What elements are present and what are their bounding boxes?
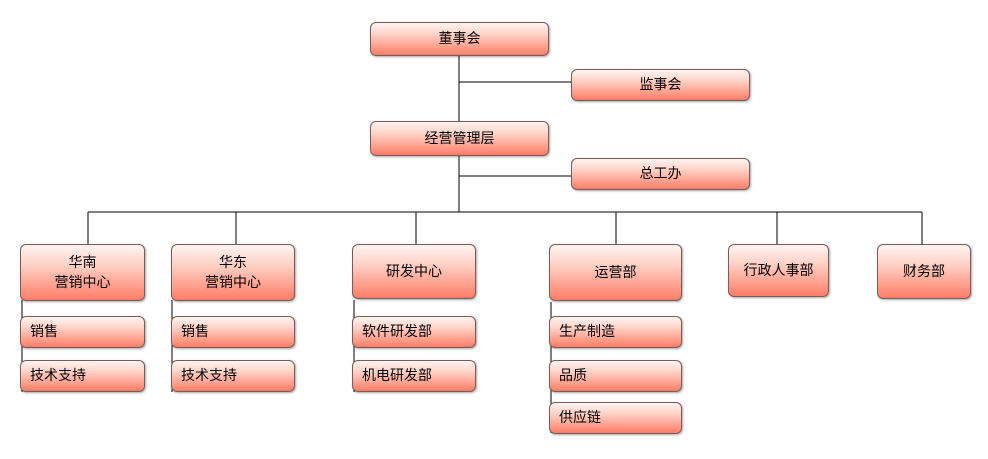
sub-quality: 品质: [549, 360, 682, 392]
dept-name-line1: 华东: [219, 254, 247, 271]
dept-rd-center: 研发中心: [352, 244, 476, 299]
dept-admin-hr: 行政人事部: [728, 244, 829, 297]
sub-manufacturing: 生产制造: [549, 316, 682, 348]
chief-engineer-office-node: 总工办: [571, 158, 750, 190]
sub-supply-chain: 供应链: [549, 402, 682, 434]
supervisors-node: 监事会: [571, 69, 750, 101]
sub-mechatronics-rd: 机电研发部: [352, 360, 476, 392]
sub-south-tech-support: 技术支持: [20, 360, 145, 392]
dept-name-line2: 营销中心: [205, 274, 261, 291]
dept-name-line2: 营销中心: [54, 274, 111, 291]
dept-name-line1: 华南: [68, 254, 97, 271]
sub-east-sales: 销售: [171, 316, 295, 348]
dept-operations: 运营部: [549, 244, 682, 301]
sub-east-tech-support: 技术支持: [171, 360, 295, 392]
board-node: 董事会: [370, 22, 549, 56]
sub-south-sales: 销售: [20, 316, 145, 348]
dept-south-china-marketing: 华南 营销中心: [20, 244, 145, 301]
sub-software-rd: 软件研发部: [352, 316, 476, 348]
dept-finance: 财务部: [877, 244, 971, 299]
dept-east-china-marketing: 华东 营销中心: [171, 244, 295, 301]
management-node: 经营管理层: [370, 121, 549, 156]
